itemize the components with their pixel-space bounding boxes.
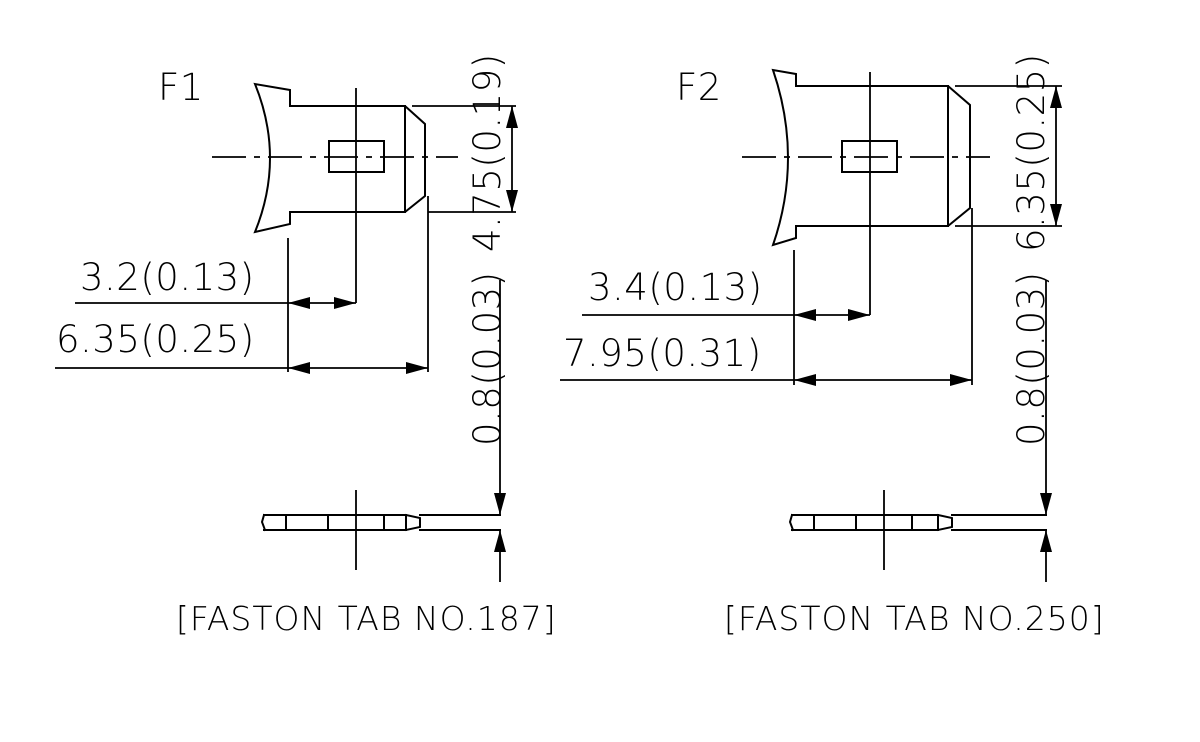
tab-f1-height-arrow-top bbox=[506, 106, 518, 128]
tab-f1-length-dim: 6.35(0.25) bbox=[56, 318, 255, 361]
tab-f1-label: F1 bbox=[158, 66, 204, 109]
tab-f2-label: F2 bbox=[676, 66, 722, 109]
tab-f2-thickness-dim: 0.8(0.03) bbox=[1010, 271, 1053, 446]
tab-f2-height-arrow-top bbox=[1050, 86, 1062, 108]
tab-f2-side-view bbox=[788, 490, 1047, 570]
tab-f1-caption: [FASTON TAB NO.187] bbox=[176, 599, 557, 638]
tab-f1-offset-dim: 3.2(0.13) bbox=[80, 256, 255, 299]
tab-f1-offset-arrow-right bbox=[334, 297, 356, 309]
tab-f2-height-arrow-bottom bbox=[1050, 204, 1062, 226]
tab-f1-thickness-arrow-top bbox=[494, 493, 506, 515]
tab-f1-side-view bbox=[260, 490, 501, 570]
tab-f2-thickness-arrow-top bbox=[1040, 493, 1052, 515]
tab-f1-length-arrow-left bbox=[288, 362, 310, 374]
tab-f2-height-dim: 6.35(0.25) bbox=[1010, 53, 1053, 252]
tab-f1-thickness-dim: 0.8(0.03) bbox=[466, 271, 509, 446]
tab-f2-outline bbox=[771, 68, 971, 247]
tab-f2-length-dim: 7.95(0.31) bbox=[563, 332, 762, 375]
tab-f2-caption: [FASTON TAB NO.250] bbox=[724, 599, 1105, 638]
tab-f2-length-arrow-left bbox=[794, 374, 816, 386]
tab-f2-offset-dim: 3.4(0.13) bbox=[588, 266, 763, 309]
tab-f1-length-arrow-right bbox=[406, 362, 428, 374]
tab-f1-height-dim: 4.75(0.19) bbox=[466, 53, 509, 252]
tab-f2-length-arrow-right bbox=[950, 374, 972, 386]
tab-f1-outline bbox=[253, 82, 426, 234]
tab-f1-thickness-arrow-bottom bbox=[494, 530, 506, 552]
tab-f1-height-arrow-bottom bbox=[506, 190, 518, 212]
tab-f2-group: F2 6.35(0.25) 3.4(0.13) 7.95(0.31) bbox=[560, 53, 1105, 638]
tab-f2-thickness-arrow-bottom bbox=[1040, 530, 1052, 552]
tab-f1-group: F1 4.75(0.19) 3.2(0.13) 6.35(0.25) bbox=[55, 53, 557, 638]
tab-f2-offset-arrow-right bbox=[848, 309, 870, 321]
tab-f2-offset-arrow-left bbox=[794, 309, 816, 321]
tab-f1-offset-arrow-left bbox=[288, 297, 310, 309]
